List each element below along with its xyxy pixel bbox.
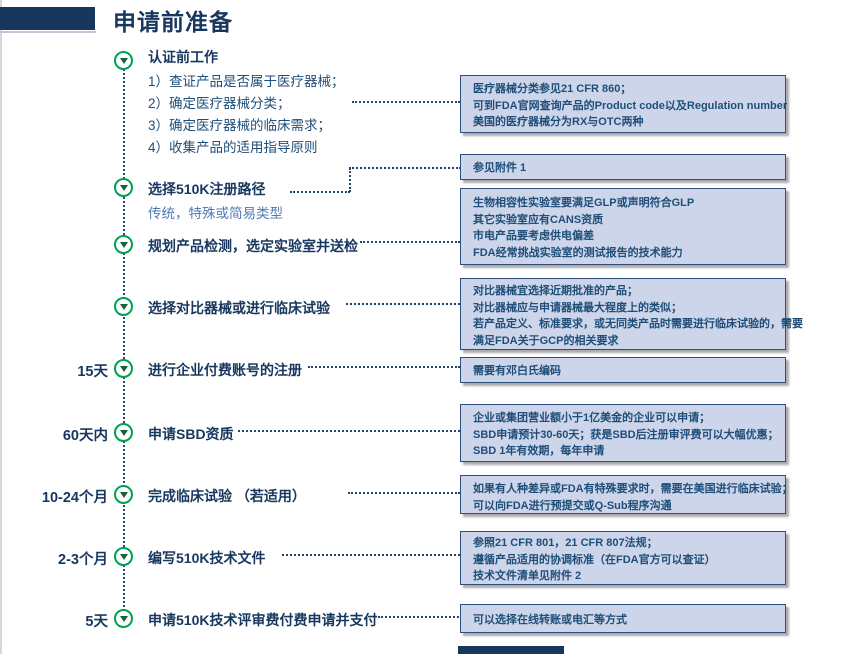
note-box: 医疗器械分类参见21 CFR 860； 可到FDA官网查询产品的Product …	[460, 75, 788, 133]
step-detail-line: 4）收集产品的适用指导原则	[148, 140, 318, 155]
arrow-down-icon	[119, 303, 128, 310]
step-marker-icon	[114, 423, 133, 442]
note-box: 对比器械宜选择近期批准的产品； 对比器械应与申请器械最大程度上的类似； 若产品定…	[460, 278, 803, 350]
note-line: 遵循产品适用的协调标准（在FDA官方可以查证）	[473, 553, 716, 566]
note-line: 可以选择在线转账或电汇等方式	[473, 614, 627, 626]
connector-step4	[346, 303, 460, 305]
arrow-down-icon	[119, 615, 128, 622]
connector-step7	[348, 492, 460, 494]
step-marker-icon	[114, 485, 133, 504]
step-title: 编写510K技术文件	[148, 550, 266, 566]
step-marker-icon	[114, 547, 133, 566]
step-detail-line: 2）确定医疗器械分类；	[148, 96, 291, 111]
note-line: 需要有邓白氏编码	[473, 365, 561, 377]
step-detail-line: 3）确定医疗器械的临床需求；	[148, 118, 332, 133]
note-line: FDA经常挑战实验室的测试报告的技术能力	[473, 246, 683, 259]
arrow-down-icon	[119, 365, 128, 372]
step-marker-icon	[114, 609, 133, 628]
step-marker-icon	[114, 178, 133, 197]
note-line: 参见附件 1	[473, 162, 527, 174]
arrow-down-icon	[119, 429, 128, 436]
connector-step2-b	[349, 168, 351, 192]
note-box: 参照21 CFR 801，21 CFR 807法规； 遵循产品适用的协调标准（在…	[460, 531, 786, 585]
step-duration: 5天	[85, 614, 108, 630]
step-marker-icon	[114, 297, 133, 316]
connector-step5	[308, 366, 460, 368]
header-accent-bar	[0, 7, 95, 30]
timeline-line	[123, 62, 125, 618]
note-line: 美国的医疗器械分为RX与OTC两种	[473, 116, 644, 128]
note-line: 市电产品要考虑供电偏差	[473, 230, 594, 242]
note-box: 需要有邓白氏编码	[460, 357, 786, 383]
step-subtitle: 传统，特殊或简易类型	[148, 206, 283, 221]
note-line: 满足FDA关于GCP的相关要求	[473, 334, 619, 347]
note-line: SBD申请预计30-60天；获是SBD后注册审评费可以大幅优惠；	[473, 428, 779, 441]
step-title: 规划产品检测，选定实验室并送检	[148, 238, 358, 254]
note-line: 生物相容性实验室要满足GLP或声明符合GLP	[473, 197, 695, 209]
note-box: 生物相容性实验室要满足GLP或声明符合GLP 其它实验室应有CANS资质 市电产…	[460, 188, 786, 265]
connector-step2-c	[349, 167, 461, 169]
arrow-down-icon	[119, 57, 128, 64]
arrow-down-icon	[119, 184, 128, 191]
step-detail-line: 1）查证产品是否属于医疗器械；	[148, 74, 345, 89]
arrow-down-icon	[119, 241, 128, 248]
note-line: 对比器械宜选择近期批准的产品；	[473, 285, 638, 297]
connector-step3	[360, 241, 460, 243]
connector-step6	[238, 430, 460, 432]
step-marker-icon	[114, 235, 133, 254]
arrow-down-icon	[119, 491, 128, 498]
page-title: 申请前准备	[113, 9, 233, 35]
note-line: 若产品定义、标准要求，或无同类产品时需要进行临床试验的，需要	[473, 318, 803, 330]
step-title: 选择510K注册路径	[148, 181, 266, 197]
connector-step1	[352, 101, 460, 103]
note-box: 企业或集团营业额小于1亿美金的企业可以申请； SBD申请预计30-60天；获是S…	[460, 404, 786, 462]
note-line: 对比器械应与申请器械最大程度上的类似；	[473, 301, 682, 314]
note-line: SBD 1年有效期，每年申请	[473, 445, 605, 457]
note-box: 可以选择在线转账或电汇等方式	[460, 604, 786, 633]
note-line: 可以向FDA进行预提交或Q-Sub程序沟通	[473, 499, 672, 512]
step-title: 认证前工作	[148, 49, 218, 65]
step-duration: 15天	[77, 364, 108, 380]
note-line: 可到FDA官网查询产品的Product code以及Regulation num…	[473, 99, 788, 112]
step-duration: 60天内	[62, 428, 108, 444]
note-line: 参照21 CFR 801，21 CFR 807法规；	[473, 537, 658, 549]
note-box: 如果有人种差异或FDA有特殊要求时，需要在美国进行临床试验； 可以向FDA进行预…	[460, 475, 793, 514]
step-title: 申请510K技术评审费付费申请并支付	[148, 612, 378, 628]
step-title: 进行企业付费账号的注册	[148, 362, 302, 378]
connector-step8	[282, 554, 460, 556]
step-marker-icon	[114, 51, 133, 70]
step-title: 选择对比器械或进行临床试验	[148, 300, 330, 316]
step-title: 完成临床试验 （若适用）	[148, 488, 306, 504]
header-accent-underline	[0, 31, 96, 33]
note-line: 如果有人种差异或FDA有特殊要求时，需要在美国进行临床试验；	[473, 483, 793, 495]
step-duration: 2-3个月	[58, 552, 108, 568]
footer-accent-bar	[458, 646, 564, 654]
step-marker-icon	[114, 359, 133, 378]
connector-step9	[378, 616, 462, 618]
arrow-down-icon	[119, 553, 128, 560]
left-edge-line	[0, 0, 2, 654]
step-duration: 10-24个月	[41, 490, 108, 506]
note-line: 技术文件清单见附件 2	[473, 570, 582, 582]
connector-step2-a	[290, 191, 350, 193]
note-line: 企业或集团营业额小于1亿美金的企业可以申请；	[473, 412, 711, 424]
note-box: 参见附件 1	[460, 154, 786, 180]
note-line: 医疗器械分类参见21 CFR 860；	[473, 83, 632, 95]
step-title: 申请SBD资质	[148, 426, 234, 442]
note-line: 其它实验室应有CANS资质	[473, 213, 604, 226]
